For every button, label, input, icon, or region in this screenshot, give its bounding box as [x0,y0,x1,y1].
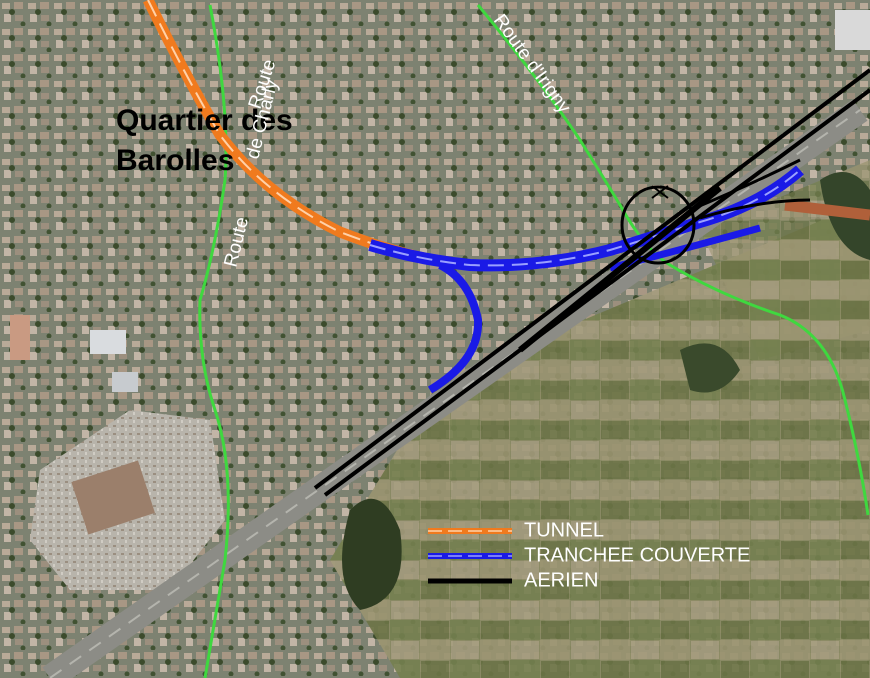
warehouse-roof-2 [112,372,138,392]
route-aerial-branch-ne-2 [689,158,801,212]
legend-label-aerial: AERIEN [524,569,598,591]
route-aerial-east [323,88,870,497]
existing-tunnel-east [784,199,870,221]
route-covered-trench-south [427,261,483,394]
route-aerial-branch-ne [699,198,811,220]
orange-roof-lot [10,315,30,360]
warehouse-roof [90,330,126,354]
legend-label-covered-trench: TRANCHEE COUVERTE [524,544,750,566]
route-tunnel-dashes [147,0,446,263]
forest-patch [342,498,402,610]
route-aerial-ramp [518,185,722,353]
district-label-line-2: Barolles [116,144,234,177]
district-label: Quartier des Barolles [116,104,301,177]
interchange-loop [620,185,696,265]
motorway-lane-markings [49,109,861,678]
legend-label-tunnel: TUNNEL [524,519,604,541]
road-route-d-irigny [476,4,870,516]
map-legend: TUNNEL TRANCHEE COUVERTE AERIEN [428,519,750,591]
interchange-marker [651,185,669,199]
industrial-roof [835,10,870,50]
route-aerial-west [313,68,870,490]
forest-patch-3 [680,343,740,393]
district-label-line-1: Quartier des [116,104,293,137]
shopping-center-building [71,460,155,535]
